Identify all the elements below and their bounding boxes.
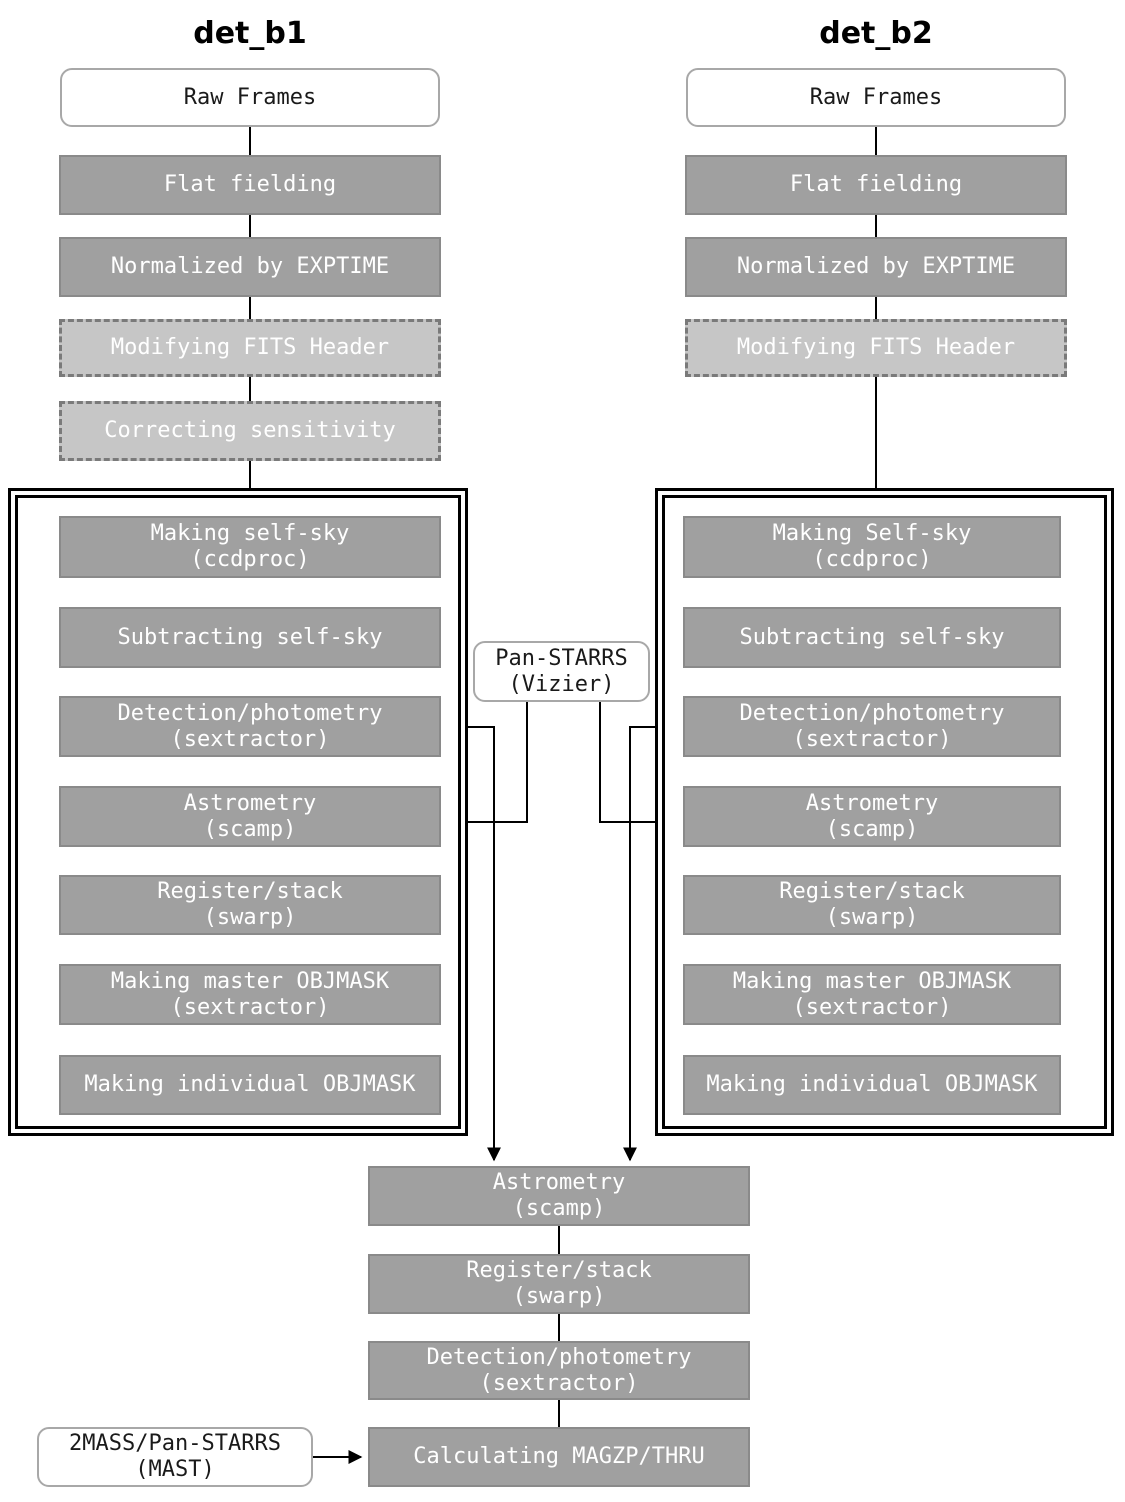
node-label-line1: Subtracting self-sky — [117, 624, 383, 650]
node-bottom-calculating-magzp-thru[interactable]: Calculating MAGZP/THRU — [368, 1427, 750, 1487]
node-label-line2: (sextractor) — [170, 726, 330, 752]
node-label: Normalized by EXPTIME — [736, 254, 1016, 280]
node-bottom-detection-photometry[interactable]: Detection/photometry (sextractor) — [368, 1341, 750, 1400]
node-label-line1: Subtracting self-sky — [739, 624, 1005, 650]
column-title-right: det_b2 — [819, 16, 933, 51]
node-label-line2: (ccdproc) — [812, 547, 932, 572]
node-right-subtracting-self-sky[interactable]: Subtracting self-sky — [683, 607, 1061, 668]
node-left-normalized-exptime[interactable]: Normalized by EXPTIME — [59, 237, 441, 297]
node-label-line1: Detection/photometry — [426, 1344, 692, 1370]
node-label-line2: (swarp) — [825, 905, 919, 930]
node-right-making-self-sky[interactable]: Making Self-sky (ccdproc) — [683, 516, 1061, 578]
node-label-line2: (MAST) — [135, 1457, 215, 1482]
node-label-line2: (swarp) — [512, 1284, 606, 1309]
node-label-line1: Making Self-sky — [772, 521, 972, 547]
node-label: Flat fielding — [163, 172, 337, 198]
node-label-line1: Making master OBJMASK — [110, 968, 390, 994]
node-label-line1: Detection/photometry — [739, 700, 1005, 726]
node-left-detection-photometry[interactable]: Detection/photometry (sextractor) — [59, 696, 441, 757]
node-label-line1: Register/stack — [779, 879, 965, 905]
node-left-raw-frames[interactable]: Raw Frames — [60, 68, 440, 127]
node-right-making-individual-objmask[interactable]: Making individual OBJMASK — [683, 1055, 1061, 1115]
node-label-line1: Astrometry — [805, 790, 939, 816]
node-label-line1: Making master OBJMASK — [732, 968, 1012, 994]
node-catalog-2mass-panstarrs-mast[interactable]: 2MASS/Pan-STARRS (MAST) — [37, 1427, 313, 1487]
node-right-astrometry[interactable]: Astrometry (scamp) — [683, 786, 1061, 847]
node-label-line1: Detection/photometry — [117, 700, 383, 726]
node-label-line2: (swarp) — [203, 905, 297, 930]
node-left-making-individual-objmask[interactable]: Making individual OBJMASK — [59, 1055, 441, 1115]
node-right-modifying-fits-header[interactable]: Modifying FITS Header — [685, 319, 1067, 377]
node-label-line2: (scamp) — [825, 816, 919, 842]
node-right-register-stack[interactable]: Register/stack (swarp) — [683, 875, 1061, 935]
node-label-line1: Making individual OBJMASK — [84, 1072, 416, 1098]
node-label-line2: (scamp) — [203, 816, 297, 842]
node-label-line1: Calculating MAGZP/THRU — [413, 1444, 705, 1470]
node-label-line1: Astrometry — [492, 1170, 626, 1196]
node-bottom-astrometry[interactable]: Astrometry (scamp) — [368, 1166, 750, 1226]
node-label-line1: Astrometry — [183, 790, 317, 816]
node-label-line2: (sextractor) — [479, 1370, 639, 1396]
node-label-line1: Register/stack — [466, 1258, 652, 1284]
node-right-making-master-objmask[interactable]: Making master OBJMASK (sextractor) — [683, 964, 1061, 1025]
node-label-line1: 2MASS/Pan-STARRS — [69, 1431, 281, 1457]
node-left-subtracting-self-sky[interactable]: Subtracting self-sky — [59, 607, 441, 668]
node-label-line1: Making individual OBJMASK — [706, 1072, 1038, 1098]
node-bottom-register-stack[interactable]: Register/stack (swarp) — [368, 1254, 750, 1314]
node-left-making-master-objmask[interactable]: Making master OBJMASK (sextractor) — [59, 964, 441, 1025]
node-right-normalized-exptime[interactable]: Normalized by EXPTIME — [685, 237, 1067, 297]
node-label: Raw Frames — [183, 84, 317, 110]
node-label-line1: Making self-sky — [150, 521, 350, 547]
node-label: Flat fielding — [789, 172, 963, 198]
node-label-line2: (sextractor) — [792, 726, 952, 752]
node-left-register-stack[interactable]: Register/stack (swarp) — [59, 875, 441, 935]
node-left-modifying-fits-header[interactable]: Modifying FITS Header — [59, 319, 441, 377]
node-label: Correcting sensitivity — [104, 418, 396, 444]
node-left-correcting-sensitivity[interactable]: Correcting sensitivity — [59, 401, 441, 461]
node-right-detection-photometry[interactable]: Detection/photometry (sextractor) — [683, 696, 1061, 757]
node-label-line1: Register/stack — [157, 879, 343, 905]
node-label: Raw Frames — [809, 84, 943, 110]
node-catalog-panstarrs-vizier[interactable]: Pan-STARRS (Vizier) — [473, 641, 650, 702]
node-left-making-self-sky[interactable]: Making self-sky (ccdproc) — [59, 516, 441, 578]
node-right-raw-frames[interactable]: Raw Frames — [686, 68, 1066, 127]
node-label: Modifying FITS Header — [110, 335, 390, 361]
node-label-line2: (Vizier) — [508, 671, 615, 697]
node-label: Modifying FITS Header — [736, 335, 1016, 361]
node-label-line2: (sextractor) — [792, 994, 952, 1020]
node-label-line2: (scamp) — [512, 1196, 606, 1221]
node-label-line2: (sextractor) — [170, 994, 330, 1020]
node-label-line1: Pan-STARRS — [495, 645, 628, 671]
node-label-line2: (ccdproc) — [190, 547, 310, 572]
node-right-flat-fielding[interactable]: Flat fielding — [685, 155, 1067, 215]
column-title-left: det_b1 — [193, 16, 307, 51]
node-left-astrometry[interactable]: Astrometry (scamp) — [59, 786, 441, 847]
node-label: Normalized by EXPTIME — [110, 254, 390, 280]
node-left-flat-fielding[interactable]: Flat fielding — [59, 155, 441, 215]
